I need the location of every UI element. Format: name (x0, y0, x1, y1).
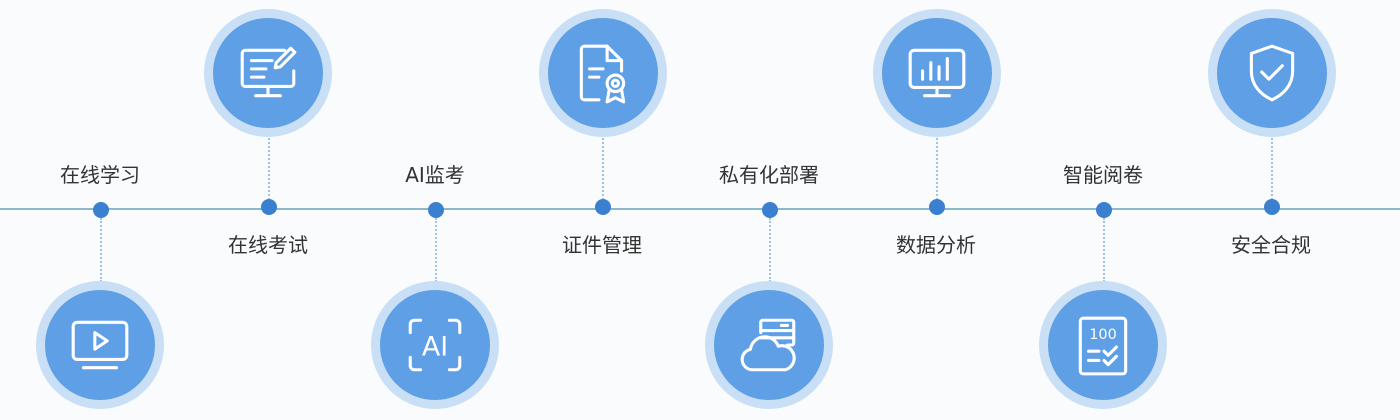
feature-circle-data-analysis[interactable] (873, 9, 1001, 137)
timeline-dot (762, 202, 778, 218)
connector-line (769, 218, 771, 282)
feature-label-data-analysis: 数据分析 (896, 233, 976, 257)
timeline-axis (0, 208, 1400, 210)
feature-circle-private-deploy[interactable] (705, 281, 833, 409)
feature-circle-certificate[interactable] (539, 9, 667, 137)
grading-sheet-icon: 100 (1078, 316, 1128, 376)
feature-label-certificate: 证件管理 (562, 233, 642, 257)
feature-label-online-exam: 在线考试 (228, 233, 308, 257)
feature-circle-security[interactable] (1208, 9, 1336, 137)
exam-edit-icon (240, 46, 297, 98)
feature-label-security: 安全合规 (1231, 233, 1311, 257)
feature-circle-smart-grading[interactable]: 100 (1039, 281, 1167, 409)
ai-text: AI (422, 331, 448, 362)
timeline-dot (929, 199, 945, 215)
video-play-icon (71, 320, 129, 370)
timeline-dot (261, 199, 277, 215)
timeline-dot (93, 202, 109, 218)
connector-line (100, 218, 102, 282)
feature-circle-online-exam[interactable] (204, 9, 332, 137)
feature-label-private-deploy: 私有化部署 (719, 163, 819, 187)
feature-label-ai-proctoring: AI监考 (405, 163, 465, 187)
connector-line (602, 138, 604, 200)
connector-line (435, 218, 437, 282)
feature-label-smart-grading: 智能阅卷 (1063, 163, 1143, 187)
cloud-server-icon (740, 318, 796, 372)
ai-scan-icon: AI (408, 318, 462, 372)
shield-check-icon (1249, 44, 1295, 102)
timeline-dot (428, 202, 444, 218)
feature-label-online-learning: 在线学习 (60, 163, 140, 187)
timeline-dot (1096, 202, 1112, 218)
feature-circle-online-learning[interactable] (36, 281, 164, 409)
connector-line (268, 138, 270, 200)
timeline-dot (595, 199, 611, 215)
connector-line (936, 138, 938, 200)
feature-circle-ai-proctoring[interactable]: AI (371, 281, 499, 409)
connector-line (1103, 218, 1105, 282)
bar-chart-icon (908, 48, 966, 98)
connector-line (1271, 138, 1273, 200)
grading-score: 100 (1089, 327, 1117, 343)
timeline-dot (1264, 199, 1280, 215)
certificate-icon (579, 44, 626, 104)
